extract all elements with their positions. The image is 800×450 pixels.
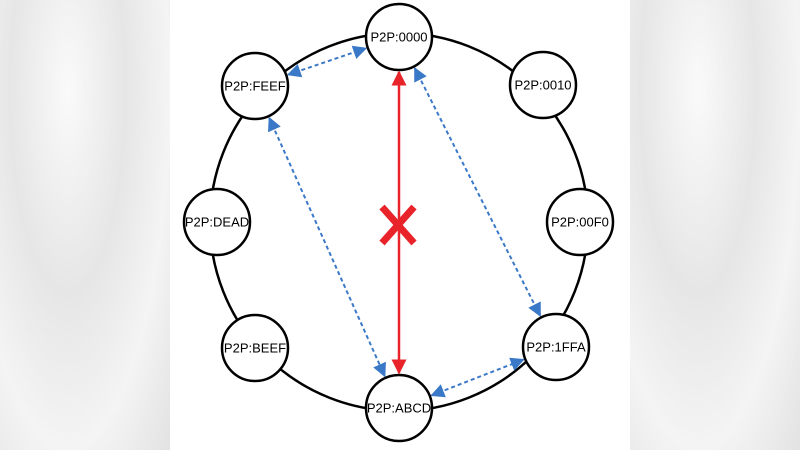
peer-node-circle — [364, 2, 434, 72]
link-nfeef-nabcd — [268, 116, 386, 378]
peer-node-dead: P2P:DEAD — [182, 187, 252, 257]
peer-node-1ffa: P2P:1FFA — [521, 312, 591, 382]
peer-node-feef: P2P:FEEF — [220, 51, 290, 121]
peer-node-circle — [364, 373, 434, 443]
peer-node-label: P2P:BEEF — [224, 341, 286, 356]
blocked-x-mark — [379, 204, 417, 246]
peer-node-circle — [508, 50, 578, 120]
peer-node-label: P2P:00F0 — [551, 215, 609, 230]
peer-node-label: P2P:FEEF — [224, 79, 285, 94]
peer-node-label: P2P:1FFA — [526, 340, 586, 355]
peer-node-00f0: P2P:00F0 — [545, 187, 615, 257]
peer-node-circle — [220, 51, 290, 121]
peer-node-beef: P2P:BEEF — [220, 313, 290, 383]
peer-node-circle — [545, 187, 615, 257]
peer-node-0000: P2P:0000 — [364, 2, 434, 72]
background-blur-left — [0, 0, 170, 450]
peer-node-label: P2P:0000 — [370, 30, 427, 45]
link-n0000-n1ffa — [413, 66, 542, 318]
peer-node-circle — [182, 187, 252, 257]
background-blur-right — [630, 0, 800, 450]
peer-node-circle — [521, 312, 591, 382]
peer-node-0010: P2P:0010 — [508, 50, 578, 120]
peer-node-circle — [220, 313, 290, 383]
peer-node-label: P2P:0010 — [514, 78, 571, 93]
peer-node-label: P2P:DEAD — [185, 215, 249, 230]
peer-node-label: P2P:ABCD — [367, 401, 431, 416]
link-nabcd-n1ffa — [430, 357, 525, 398]
peer-node-abcd: P2P:ABCD — [364, 373, 434, 443]
